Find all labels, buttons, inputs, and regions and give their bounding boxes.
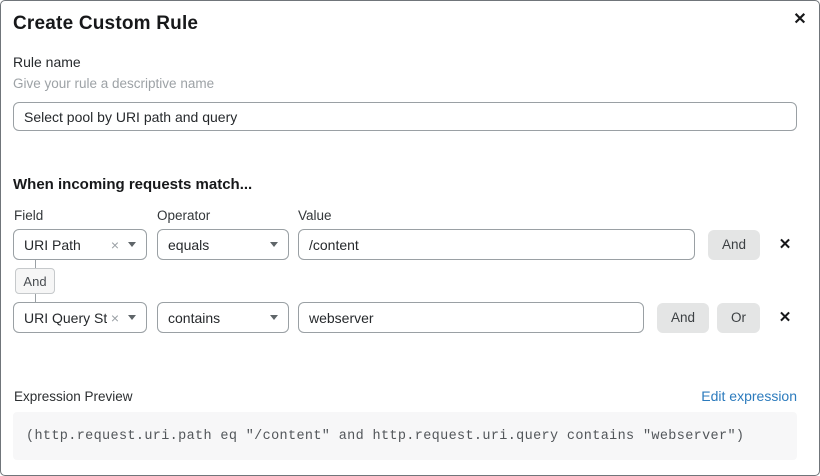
expression-text: (http.request.uri.path eq "/content" and… — [26, 428, 745, 444]
rule-name-input[interactable] — [13, 102, 797, 131]
operator-column-label: Operator — [157, 208, 211, 223]
chevron-down-icon — [128, 242, 136, 247]
chevron-down-icon — [128, 315, 136, 320]
field-select[interactable]: URI Path × — [13, 229, 147, 260]
value-input[interactable] — [298, 302, 644, 333]
match-section: When incoming requests match... Field Op… — [13, 175, 797, 333]
chevron-down-icon — [270, 242, 278, 247]
operator-select-value: equals — [168, 236, 210, 253]
field-column-label: Field — [14, 208, 44, 223]
field-select-value: URI Path — [24, 236, 81, 253]
connector-line — [35, 260, 36, 268]
chevron-down-icon — [270, 315, 278, 320]
operator-select-value: contains — [168, 309, 221, 326]
connector-and-chip[interactable]: And — [15, 268, 55, 294]
rule-name-hint: Give your rule a descriptive name — [13, 76, 215, 91]
connector-line — [35, 294, 36, 302]
condition-connector: And — [13, 260, 797, 302]
close-icon[interactable]: ✕ — [788, 8, 812, 32]
edit-expression-link[interactable]: Edit expression — [701, 388, 797, 404]
rule-name-label: Rule name — [13, 54, 81, 70]
condition-column-labels: Field Operator Value — [13, 208, 797, 224]
and-button[interactable]: And — [656, 302, 709, 333]
rule-name-section: Rule name Give your rule a descriptive n… — [13, 54, 797, 131]
condition-row: URI Path × equals And ✕ — [13, 229, 797, 260]
dialog-title: Create Custom Rule — [13, 13, 199, 34]
value-column-label: Value — [298, 208, 332, 223]
clear-icon[interactable]: × — [110, 236, 119, 253]
remove-condition-icon[interactable]: ✕ — [775, 308, 795, 328]
operator-select[interactable]: contains — [157, 302, 289, 333]
field-select-value: URI Query St... — [24, 309, 107, 326]
match-heading: When incoming requests match... — [13, 176, 253, 193]
remove-condition-icon[interactable]: ✕ — [775, 235, 795, 255]
expression-preview-section: Expression Preview Edit expression (http… — [13, 388, 797, 460]
and-button[interactable]: And — [707, 229, 760, 260]
operator-select[interactable]: equals — [157, 229, 289, 260]
or-button[interactable]: Or — [717, 302, 760, 333]
condition-row: URI Query St... × contains And Or ✕ — [13, 302, 797, 333]
expression-code-block: (http.request.uri.path eq "/content" and… — [13, 412, 797, 460]
value-input[interactable] — [298, 229, 695, 260]
expression-preview-label: Expression Preview — [14, 388, 133, 404]
clear-icon[interactable]: × — [110, 309, 119, 326]
field-select[interactable]: URI Query St... × — [13, 302, 147, 333]
